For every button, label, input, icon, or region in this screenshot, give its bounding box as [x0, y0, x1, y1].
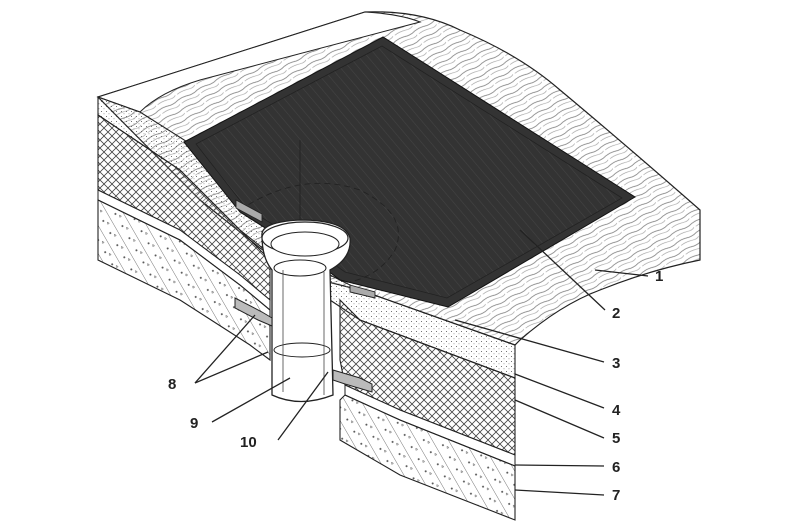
surface-edge-band	[96, 11, 422, 113]
drain-reference-arc	[239, 182, 399, 283]
drain-funnel-inner-rim	[270, 231, 340, 257]
concrete-slab-right	[339, 394, 516, 521]
callout-label-8: 8	[168, 376, 176, 393]
drain-flange-right	[332, 369, 373, 393]
callout-label-2: 2	[612, 305, 620, 322]
callout-label-6: 6	[612, 459, 620, 476]
callout-label-1: 1	[655, 268, 663, 285]
concrete-slab-left	[97, 199, 271, 362]
callout-label-10: 10	[240, 434, 257, 451]
drain-throat	[273, 259, 327, 277]
drain-flange-upper-right	[349, 284, 376, 299]
callout-leaders	[194, 229, 649, 496]
drain-outlet-ring	[273, 342, 331, 358]
drain-flange-left	[234, 297, 273, 327]
callout-label-5: 5	[612, 430, 620, 447]
callout-label-9: 9	[190, 415, 198, 432]
callout-label-3: 3	[612, 355, 620, 372]
callout-label-7: 7	[612, 487, 620, 504]
drain-flange-upper-left	[235, 199, 263, 223]
callout-label-4: 4	[612, 402, 621, 419]
